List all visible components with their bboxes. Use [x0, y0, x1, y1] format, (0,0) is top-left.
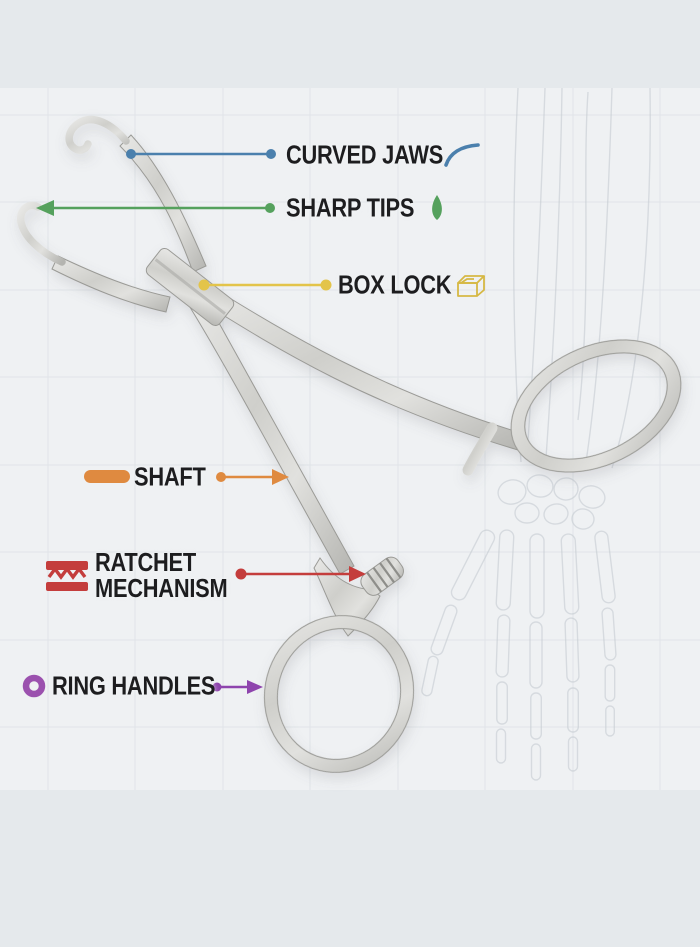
- arrowhead: [272, 469, 289, 485]
- arrowhead: [247, 680, 263, 694]
- ring-icon: [22, 674, 46, 698]
- ring-handle-upper: [510, 339, 682, 473]
- instrument-illustration: [17, 115, 682, 773]
- curved-jaw-lower: [51, 255, 171, 313]
- index-finger-bones: [495, 529, 515, 764]
- sharp-tip-upper: [65, 115, 130, 154]
- label-ratchet-line2: MECHANISM: [95, 573, 228, 603]
- sharp-tip-lower: [17, 201, 66, 266]
- handle-spur: [462, 422, 498, 476]
- pill-icon: [84, 470, 130, 483]
- ratchet-tab: [360, 556, 404, 596]
- label-curved-jaws-text: CURVED JAWS: [286, 139, 444, 170]
- ring-handle-lower: [263, 615, 415, 773]
- leader-dot: [265, 203, 275, 213]
- thumb-bones: [421, 529, 496, 697]
- label-box-lock: BOX LOCK: [338, 270, 473, 301]
- leader-box-lock: [198, 275, 485, 297]
- label-shaft-text: SHAFT: [134, 461, 206, 492]
- ring-finger-bones: [560, 533, 580, 772]
- middle-finger-bones: [529, 533, 545, 781]
- forearm-bone-line: [611, 88, 651, 469]
- label-sharp-tips-text: SHARP TIPS: [286, 192, 415, 223]
- box-lock-plate: [145, 247, 235, 327]
- handle-junction-lower: [313, 557, 381, 637]
- bottom-band: [0, 790, 700, 947]
- label-ratchet-mechanism: RATCHET MECHANISM: [95, 549, 253, 601]
- pinky-finger-bones: [594, 530, 617, 737]
- leader-ratchet-mechanism: [46, 561, 366, 591]
- box-3d-icon: [457, 275, 485, 297]
- leader-dot: [320, 279, 332, 291]
- leader-shaft: [84, 469, 289, 485]
- leader-ring-handles: [22, 674, 263, 698]
- zigzag-icon: [46, 561, 88, 591]
- label-sharp-tips: SHARP TIPS: [286, 193, 439, 224]
- photo-background: [0, 88, 700, 790]
- arc-icon: [444, 143, 480, 167]
- label-ring-handles-text: RING HANDLES: [52, 670, 216, 701]
- top-band: [0, 0, 700, 88]
- carpal-bones: [497, 474, 606, 530]
- leader-sharp-tips: [36, 195, 442, 220]
- leader-dot: [266, 149, 276, 159]
- label-shaft: SHAFT: [134, 462, 219, 493]
- label-curved-jaws: CURVED JAWS: [286, 140, 473, 171]
- label-ratchet-line1: RATCHET: [95, 547, 196, 577]
- arrowhead: [349, 566, 366, 582]
- arrowhead: [36, 200, 54, 216]
- forearm-bone-line: [585, 88, 613, 463]
- curved-jaw-upper: [119, 134, 207, 273]
- skeletal-hand-outline: [421, 88, 651, 781]
- label-box-lock-text: BOX LOCK: [338, 269, 452, 300]
- leader-curved-jaws: [126, 143, 480, 167]
- teardrop-icon: [432, 195, 442, 220]
- forearm-bone-line: [577, 91, 589, 421]
- instrument-shaft-lower: [187, 295, 355, 575]
- label-ring-handles: RING HANDLES: [52, 671, 246, 702]
- forearm-bone-line: [545, 88, 563, 459]
